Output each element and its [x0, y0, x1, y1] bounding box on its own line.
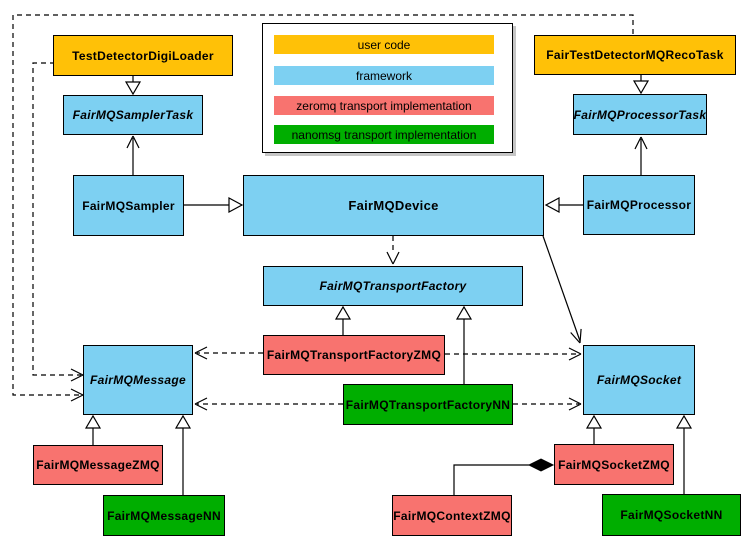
class-label: FairMQProcessor	[586, 198, 692, 212]
class-label: FairMQSocket	[596, 373, 682, 387]
class-box-fairmq-processor: FairMQProcessor	[583, 175, 695, 235]
edge-inherit-socketnn-socket	[675, 414, 693, 494]
class-label: FairMQTransportFactoryNN	[345, 397, 511, 412]
class-box-fairmq-message-nn: FairMQMessageNN	[103, 495, 225, 536]
edge-inherit-messagezmq-message	[84, 414, 102, 445]
legend-item-user-code: user code	[274, 35, 494, 54]
class-box-fairmq-transport-factory-zmq: FairMQTransportFactoryZMQ	[263, 335, 445, 375]
class-label: FairMQProcessorTask	[573, 107, 707, 122]
legend-item-nanomsg: nanomsg transport implementation	[274, 125, 494, 144]
legend-item-zeromq: zeromq transport implementation	[274, 96, 494, 115]
class-label: FairMQTransportFactory	[319, 279, 467, 293]
edge-dashed-digiloader-to-message	[32, 62, 84, 382]
class-box-fairmq-socket-nn: FairMQSocketNN	[602, 494, 741, 536]
edge-dashed-tfnn-to-message	[194, 397, 343, 411]
edge-arrow-sampler-samplertask	[126, 135, 140, 175]
class-label: TestDetectorDigiLoader	[72, 48, 214, 63]
legend-label: nanomsg transport implementation	[291, 127, 477, 142]
class-box-fairmq-message: FairMQMessage	[83, 345, 193, 415]
edge-inherit-tfzmq-transportfactory	[334, 305, 352, 335]
class-box-fairmq-message-zmq: FairMQMessageZMQ	[33, 445, 163, 485]
class-label: FairMQTransportFactoryZMQ	[266, 348, 442, 362]
legend-label: zeromq transport implementation	[296, 98, 472, 113]
class-label: FairMQDevice	[348, 198, 439, 213]
legend-label: framework	[355, 68, 412, 83]
class-box-fairmq-sampler: FairMQSampler	[73, 175, 184, 236]
class-label: FairMQSampler	[82, 198, 175, 213]
class-label: FairTestDetectorMQRecoTask	[546, 48, 724, 62]
class-box-fairmq-sampler-task: FairMQSamplerTask	[63, 95, 203, 135]
edge-arrow-processor-processortask	[634, 136, 648, 175]
edge-composition-contextzmq-socketzmq	[453, 458, 555, 495]
class-label: FairMQSocketNN	[620, 508, 723, 522]
class-box-test-detector-digi-loader: TestDetectorDigiLoader	[53, 35, 233, 76]
edge-inherit-processor-device	[544, 196, 583, 214]
class-box-fairmq-device: FairMQDevice	[243, 175, 544, 236]
class-box-fairmq-processor-task: FairMQProcessorTask	[573, 94, 707, 135]
class-box-fairmq-transport-factory-nn: FairMQTransportFactoryNN	[343, 384, 513, 425]
edge-inherit-messagenn-message	[174, 414, 192, 495]
class-box-fairmq-transport-factory: FairMQTransportFactory	[263, 266, 523, 306]
class-label: FairMQSocketZMQ	[558, 457, 670, 472]
class-label: FairMQSamplerTask	[72, 108, 194, 122]
edge-dashed-device-to-transportfactory	[386, 236, 400, 265]
edge-inherit-tfnn-transportfactory	[455, 305, 473, 384]
class-box-fair-test-detector-mq-reco-task: FairTestDetectorMQRecoTask	[534, 35, 736, 75]
edge-dashed-tfzmq-to-message	[194, 346, 263, 360]
class-box-fairmq-socket-zmq: FairMQSocketZMQ	[554, 444, 674, 485]
legend: user code framework zeromq transport imp…	[262, 23, 513, 153]
class-box-fairmq-context-zmq: FairMQContextZMQ	[392, 495, 512, 536]
edge-inherit-recotask-processortask	[632, 75, 650, 95]
edge-arrow-device-socket	[542, 235, 582, 344]
edge-inherit-socketzmq-socket	[585, 414, 603, 444]
class-label: FairMQMessage	[90, 373, 186, 387]
edge-dashed-recotask-to-message-via-top	[12, 14, 634, 402]
class-label: FairMQMessageZMQ	[36, 458, 160, 472]
legend-label: user code	[357, 37, 411, 52]
class-box-fairmq-socket: FairMQSocket	[583, 345, 695, 415]
edge-inherit-digiloader-samplertask	[124, 76, 142, 96]
edge-dashed-tfzmq-to-socket	[445, 347, 582, 361]
class-label: FairMQContextZMQ	[393, 508, 511, 523]
edge-inherit-sampler-device	[184, 196, 244, 214]
legend-item-framework: framework	[274, 66, 494, 85]
class-label: FairMQMessageNN	[107, 508, 221, 523]
edge-dashed-tfnn-to-socket	[513, 397, 582, 411]
